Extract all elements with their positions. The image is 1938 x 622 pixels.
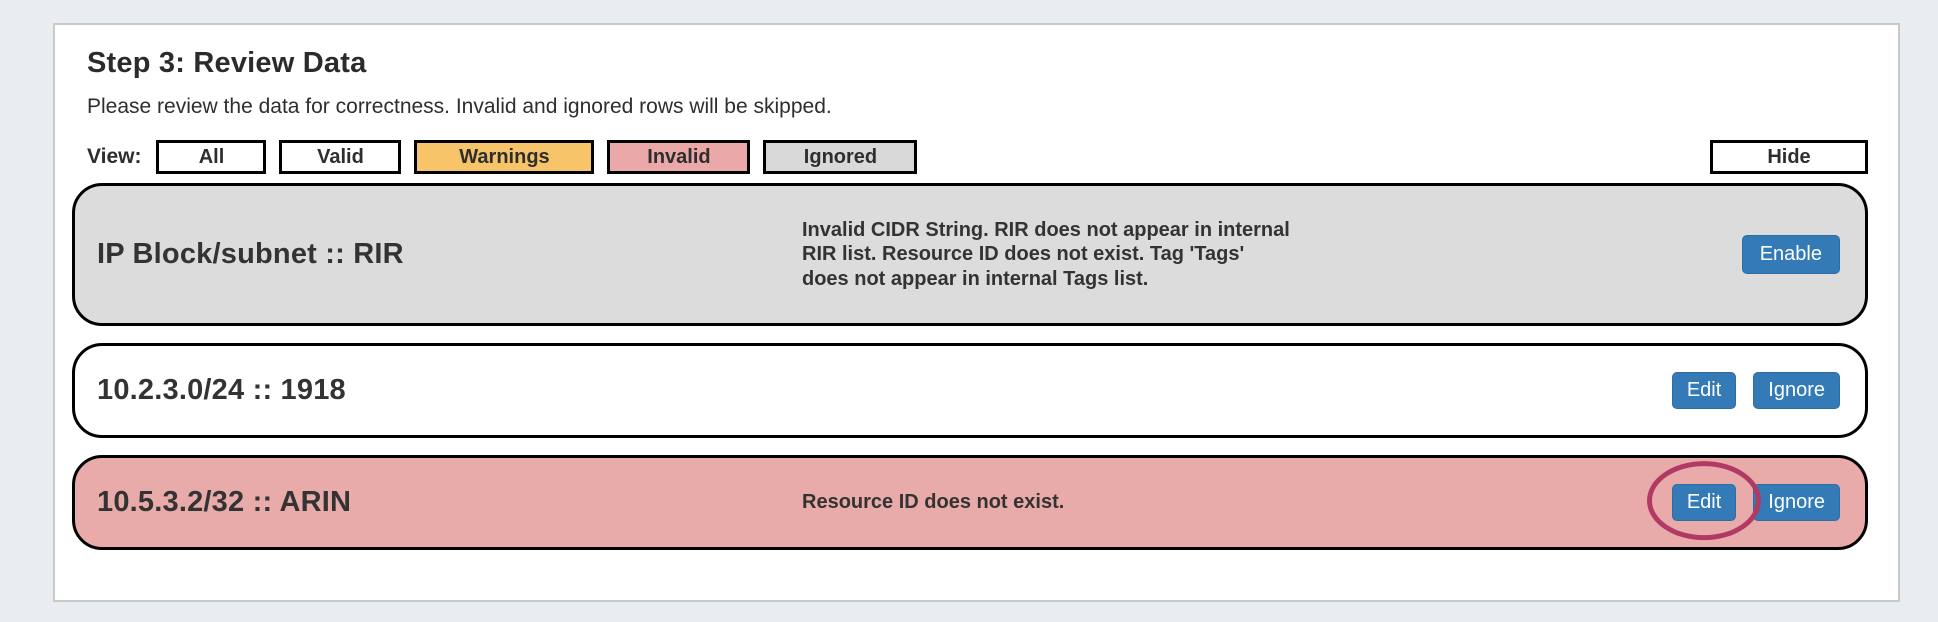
- filter-warnings-button[interactable]: Warnings: [414, 140, 595, 174]
- data-row-ip-block-header: IP Block/subnet :: RIR Invalid CIDR Stri…: [72, 183, 1868, 326]
- row-actions: Enable: [1741, 235, 1840, 274]
- view-label: View:: [87, 145, 142, 168]
- enable-button[interactable]: Enable: [1741, 235, 1840, 274]
- row-label: 10.5.3.2/32 :: ARIN: [97, 486, 352, 518]
- review-rows-list: IP Block/subnet :: RIR Invalid CIDR Stri…: [72, 183, 1868, 550]
- view-filter-bar: View: All Valid Warnings Invalid Ignored…: [87, 140, 1868, 174]
- data-row-10-5-3-2: 10.5.3.2/32 :: ARIN Resource ID does not…: [72, 455, 1868, 550]
- data-row-10-2-3-0: 10.2.3.0/24 :: 1918 Edit Ignore: [72, 343, 1868, 438]
- row-label: 10.2.3.0/24 :: 1918: [97, 374, 346, 406]
- ignore-button[interactable]: Ignore: [1753, 484, 1840, 521]
- row-actions: Edit Ignore: [1671, 372, 1840, 409]
- row-validation-message: Invalid CIDR String. RIR does not appear…: [802, 218, 1290, 290]
- filter-ignored-button[interactable]: Ignored: [763, 140, 918, 174]
- page-title: Step 3: Review Data: [87, 47, 367, 79]
- edit-button[interactable]: Edit: [1671, 484, 1737, 521]
- row-actions: Edit Ignore: [1647, 460, 1840, 540]
- edit-button[interactable]: Edit: [1671, 372, 1737, 409]
- filter-valid-button[interactable]: Valid: [279, 140, 402, 174]
- edit-button-annotated-wrap: Edit: [1647, 460, 1762, 540]
- ignore-button[interactable]: Ignore: [1753, 372, 1840, 409]
- filter-hide-button[interactable]: Hide: [1710, 140, 1868, 174]
- row-validation-message: Resource ID does not exist.: [802, 491, 1065, 514]
- filter-all-button[interactable]: All: [156, 140, 267, 174]
- page-subtitle: Please review the data for correctness. …: [87, 95, 832, 118]
- row-label: IP Block/subnet :: RIR: [97, 238, 404, 270]
- filter-invalid-button[interactable]: Invalid: [607, 140, 751, 174]
- review-data-panel: Step 3: Review Data Please review the da…: [53, 23, 1900, 602]
